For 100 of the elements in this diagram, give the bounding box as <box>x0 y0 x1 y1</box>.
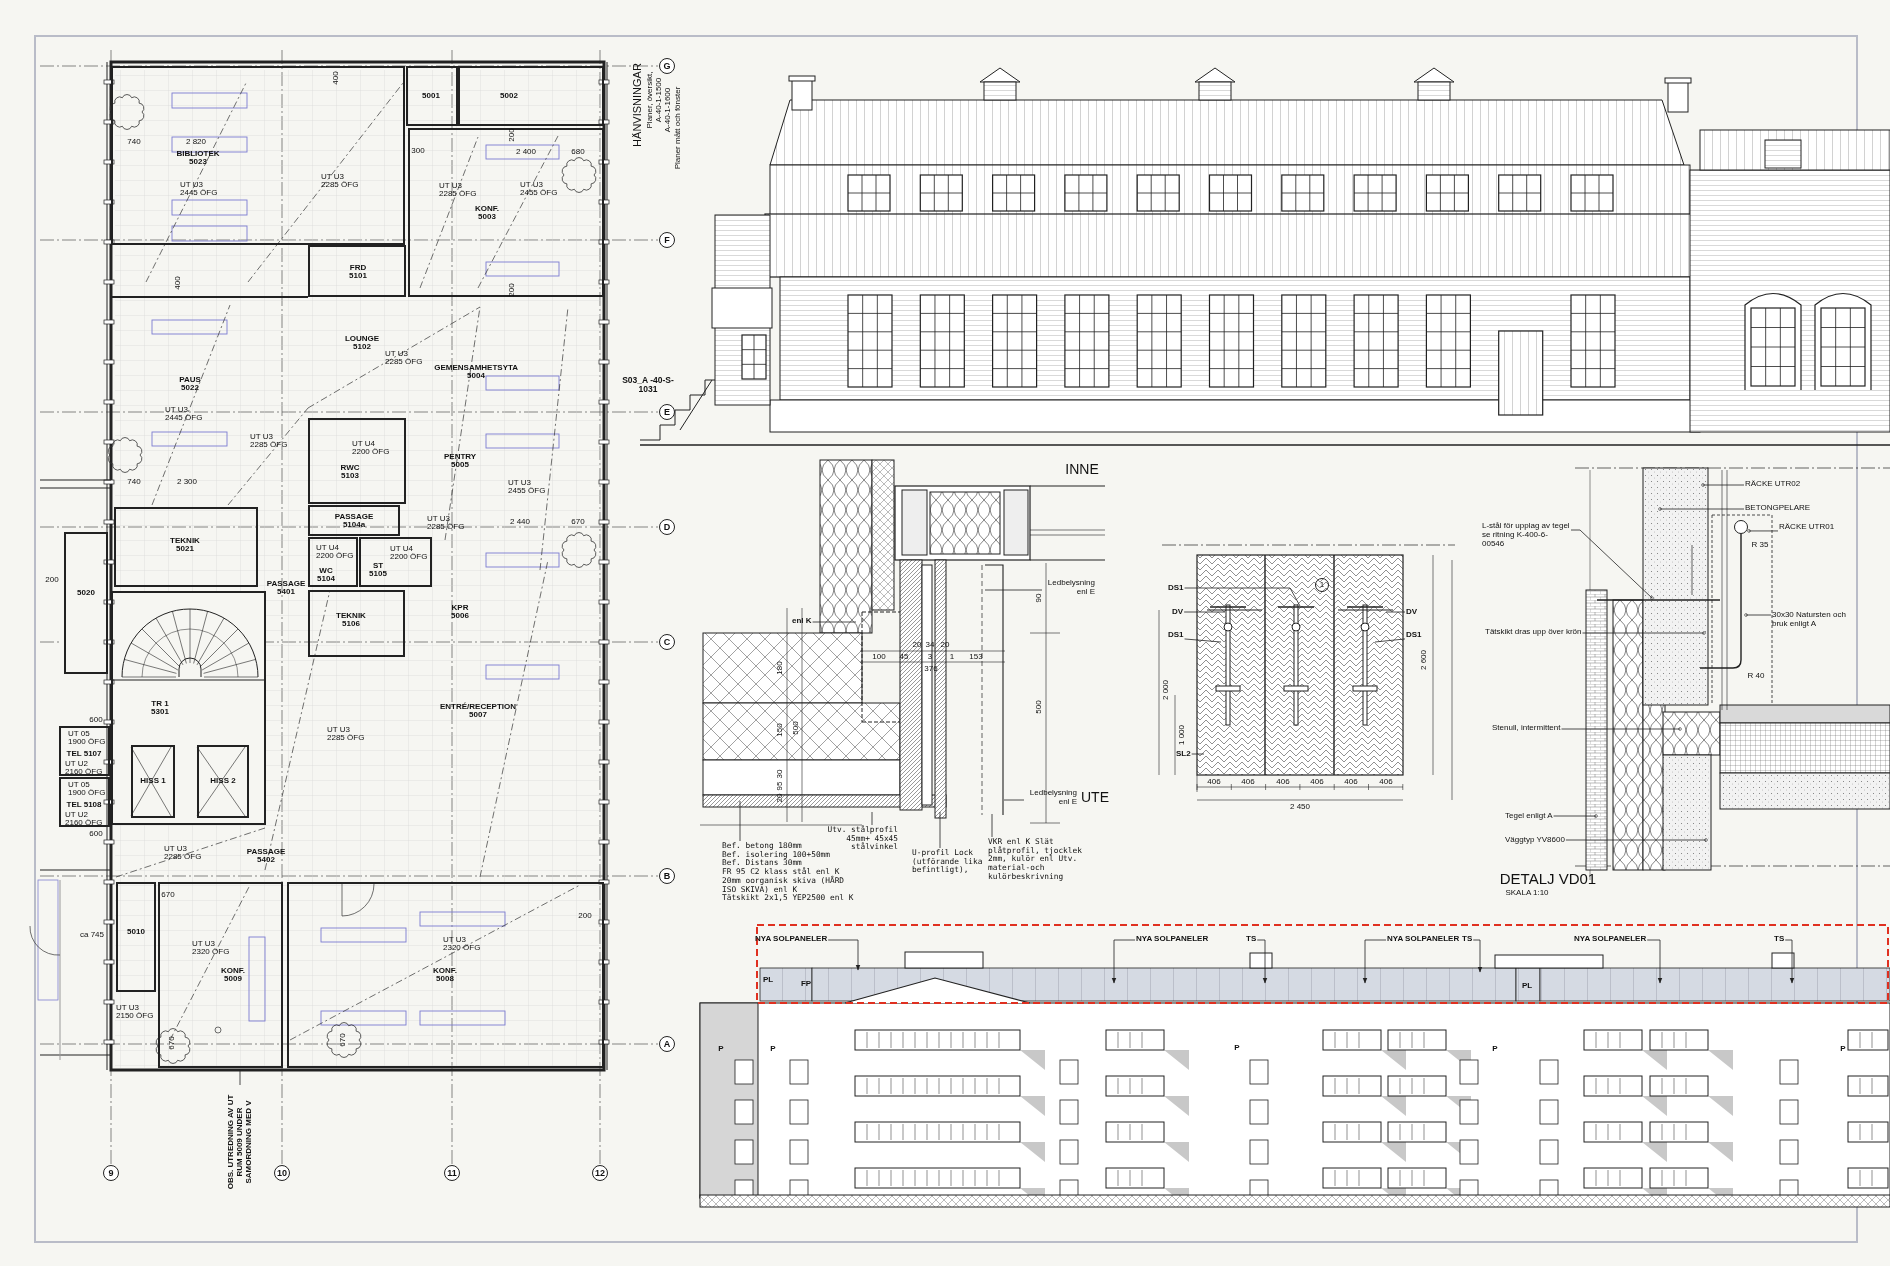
annotation-text: RÄCKE UTR01 <box>1779 523 1835 532</box>
room-outline <box>458 66 604 126</box>
leader-line <box>739 800 741 842</box>
dimension-label: 406 <box>1207 777 1221 787</box>
ceiling-note: UT U3 2285 ÖFG <box>439 182 478 198</box>
grid-bubble: A <box>659 1036 675 1052</box>
ceiling-note: UT U3 2320 ÖFG <box>443 936 482 952</box>
ceiling-note: UT U3 2285 ÖFG <box>250 432 289 450</box>
room-label: PASSAGE 5401 <box>266 579 306 597</box>
room-label: HISS 1 <box>140 777 166 785</box>
annotation-text: RÄCKE UTR02 <box>1745 480 1801 489</box>
reference-text: Planer, översikt, <box>645 71 655 129</box>
room-outline <box>406 66 458 126</box>
leader-line <box>239 1068 241 1086</box>
abbreviation-label: PL <box>1521 981 1533 991</box>
abbreviation-label: FP <box>800 979 812 989</box>
grid-bubble: G <box>659 58 675 74</box>
annotation-text: enl K <box>792 617 812 626</box>
dimension-label: 670 <box>167 1036 177 1050</box>
dimension-label: R 35 <box>1751 540 1769 550</box>
room-outline <box>111 591 266 825</box>
dimension-label: 670 <box>161 890 175 900</box>
dimension-label: 406 <box>1276 777 1290 787</box>
room-label: WC 5104 <box>317 567 335 583</box>
dimension-label: 600 <box>89 715 103 725</box>
annotation-text: Väggtyp YV8600 <box>1505 836 1565 845</box>
room-label: TEL 5107 <box>66 750 102 758</box>
ceiling-note: UT U2 2160 ÖFG <box>65 811 104 827</box>
leader-line <box>812 621 857 623</box>
dimension-label: 150 <box>775 723 785 737</box>
dimension-label: 2 400 <box>516 147 536 157</box>
section-label: UTE <box>1081 789 1109 805</box>
annotation-text: TS <box>1774 935 1785 944</box>
dimension-label: 406 <box>1379 777 1393 787</box>
dimension-label: 2 440 <box>510 517 530 527</box>
room-label: PAUS 5022 <box>179 375 201 393</box>
dimension-label: 400 <box>331 71 341 85</box>
grid-bubble: B <box>659 868 675 884</box>
grid-bubble: E <box>659 404 675 420</box>
room-outline <box>131 745 175 818</box>
section-label: INNE <box>1065 461 1099 477</box>
abbreviation-label: P <box>1492 1044 1498 1054</box>
room-label: KONF. 5003 <box>475 205 499 221</box>
scale-note: SKALA 1:10 <box>1505 888 1549 898</box>
dimension-label: 153 <box>969 652 983 662</box>
room-label: HISS 2 <box>210 777 236 785</box>
grid-bubble: C <box>659 634 675 650</box>
annotation-text: NYA SOLPANELER <box>1387 935 1460 944</box>
room-outline <box>158 882 283 1068</box>
dimension-label: 30 <box>775 769 785 779</box>
dimension-label: ca 745 <box>80 930 104 940</box>
railing-tube <box>1734 520 1748 534</box>
section-reference: S03_A -40-S-1031 <box>621 376 675 394</box>
room-label: TR 1 5301 <box>151 700 169 716</box>
leader-line <box>1385 611 1406 613</box>
dimension-label: R 40 <box>1747 671 1765 681</box>
room-label: ST 5105 <box>369 562 387 578</box>
annotation-text: NYA SOLPANELER <box>1136 935 1209 944</box>
abbreviation-label: P <box>1840 1044 1846 1054</box>
room-label: TEKNIK 5021 <box>170 537 200 553</box>
heading: HÄNVISNINGAR <box>632 63 644 147</box>
dimension-label: 2 600 <box>1419 650 1429 670</box>
room-outline <box>308 418 406 504</box>
ceiling-note: UT U4 2200 ÖFG <box>390 545 429 561</box>
reference-text: A-40-1-1500 <box>654 77 664 123</box>
room-outline <box>197 745 249 818</box>
dimension-label: 90 <box>1034 593 1044 603</box>
dimension-label: 406 <box>1344 777 1358 787</box>
dimension-label: 200 <box>507 283 517 297</box>
annotation-text: DS1 <box>1406 631 1422 640</box>
leader-line <box>991 813 993 838</box>
detail-title: DETALJ VD01 <box>1499 871 1597 887</box>
dimension-label: 500 <box>791 721 801 735</box>
room-outline <box>308 590 405 657</box>
dimension-label: 600 <box>89 829 103 839</box>
grid-bubble: 9 <box>103 1165 119 1181</box>
room-label: PASSAGE 5104a <box>334 513 374 529</box>
grid-bubble: F <box>659 232 675 248</box>
room-label: 5002 <box>500 92 518 100</box>
leader-line <box>871 811 873 826</box>
dimension-label: 180 <box>775 661 785 675</box>
leader-line <box>984 589 1043 591</box>
annotation-text: DV <box>1406 608 1418 617</box>
room-outline <box>59 777 110 827</box>
annotation-text: NYA SOLPANELER <box>1574 935 1647 944</box>
room-outline <box>308 505 400 536</box>
room-outline <box>111 66 405 245</box>
ceiling-note: UT U3 2285 ÖFG <box>427 514 466 532</box>
ceiling-note: UT U3 2150 ÖFG <box>116 1003 155 1021</box>
dimension-label: 3 <box>927 652 933 662</box>
room-outline <box>59 726 110 776</box>
room-label: 5001 <box>422 92 440 100</box>
dimension-label: 400 <box>173 276 183 290</box>
dimension-label: 740 <box>127 137 141 147</box>
room-label: TEL 5108 <box>66 801 102 809</box>
dimension-label: 20 <box>775 793 785 803</box>
dimension-label: 2 000 <box>1161 680 1171 700</box>
ceiling-note: UT U2 2160 ÖFG <box>65 760 104 776</box>
room-label: RWC 5103 <box>340 464 360 480</box>
room-outline <box>287 882 604 1068</box>
